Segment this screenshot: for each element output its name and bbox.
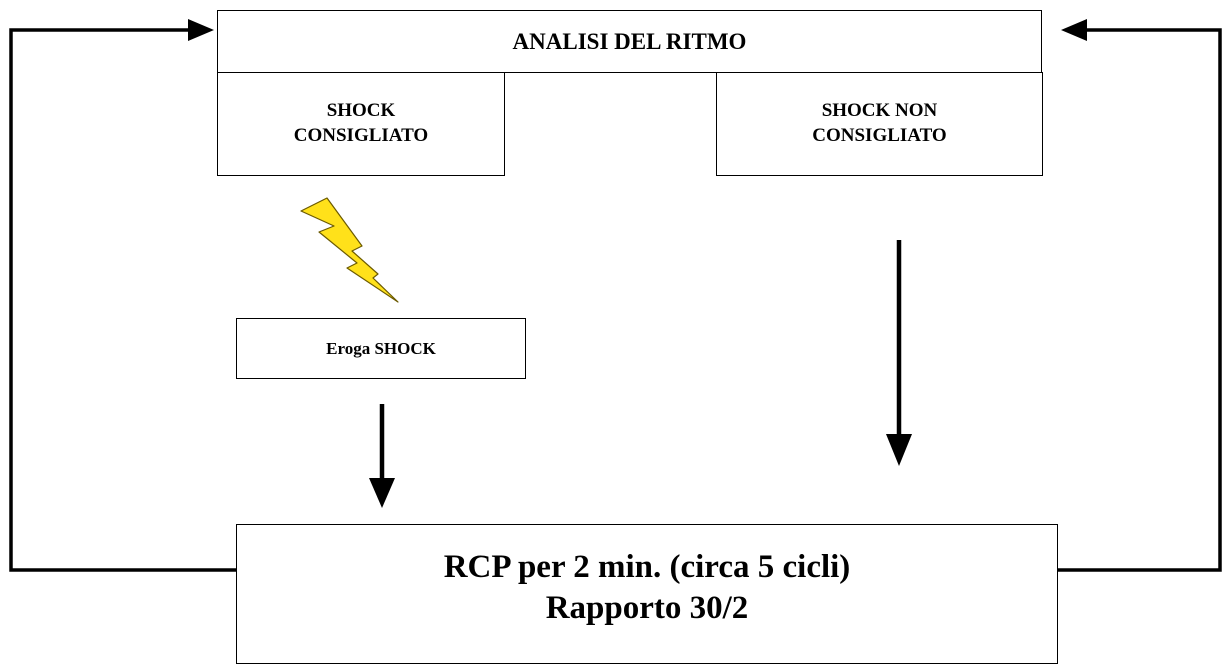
deliver-shock-label: Eroga SHOCK [326,338,436,358]
cpr-line2: Rapporto 30/2 [545,590,749,627]
lightning-bolt-icon [300,197,399,303]
left-loop-arrowhead [188,19,214,41]
rhythm-analysis-box: ANALISI DEL RITMO [217,10,1042,73]
connector-layer [9,19,1222,572]
cpr-box: RCP per 2 min. (circa 5 cicli) Rapporto … [236,524,1058,664]
shock-not-advised-line1: SHOCK NON [821,100,938,122]
shock-advised-line2: CONSIGLIATO [293,125,429,146]
deliver-to-rcp-arrowhead [369,478,395,508]
shock-not-advised-box: SHOCK NON CONSIGLIATO [716,72,1043,176]
shock-advised-box: SHOCK CONSIGLIATO [217,72,505,176]
shock-advised-line1: SHOCK [326,100,396,122]
deliver-shock-box: Eroga SHOCK [236,318,526,379]
left-loop-connector [9,28,236,572]
right-loop-connector [1058,28,1222,572]
rhythm-analysis-title: ANALISI DEL RITMO [512,28,747,54]
right-loop-arrowhead [1061,19,1087,41]
shock-not-advised-line2: CONSIGLIATO [812,125,947,146]
noshock-to-rcp-arrowhead [886,434,912,466]
cpr-line1: RCP per 2 min. (circa 5 cicli) [443,549,851,585]
